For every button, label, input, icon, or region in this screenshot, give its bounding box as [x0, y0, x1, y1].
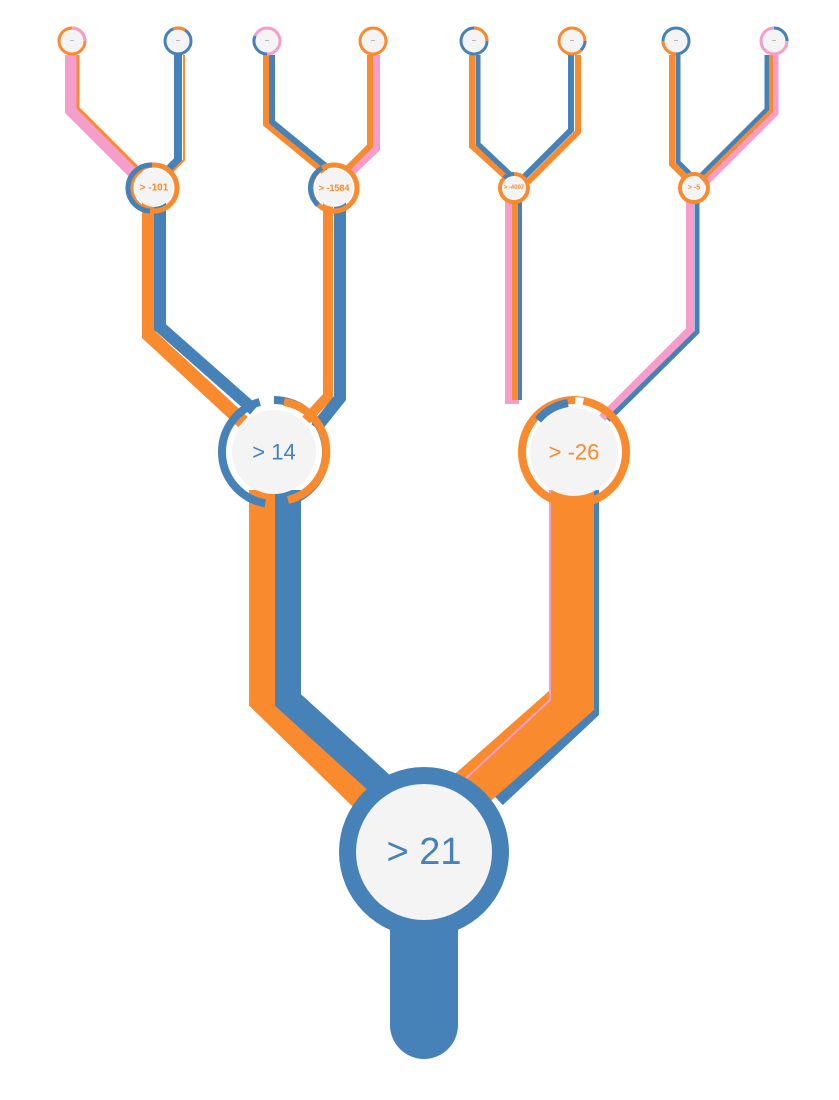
- leaf-8-arc: [773, 26, 789, 42]
- leaf-7-arc: [661, 40, 677, 56]
- link-l2d-left-orange: [669, 55, 689, 181]
- leaf-2-arc: [172, 26, 186, 32]
- root-node[interactable]: > 21: [339, 767, 509, 937]
- leaf-7-label: --: [674, 38, 678, 44]
- leaf-7[interactable]: --: [661, 26, 691, 56]
- links-to-leaves: [65, 55, 779, 187]
- node-l1-right[interactable]: > -26: [518, 396, 630, 508]
- leaf-4[interactable]: --: [358, 26, 388, 56]
- leaf-5-label: --: [472, 38, 476, 44]
- link-root-right: [455, 490, 599, 807]
- link-l2a-left-orange: [76, 55, 144, 174]
- node-l2-b[interactable]: > -1584: [307, 162, 360, 214]
- node-l1-right-arc-blue: [534, 399, 569, 423]
- link-l1a-left-orange: [142, 200, 248, 428]
- leaf-3-label: --: [265, 38, 269, 44]
- link-l1a-left-blue: [154, 200, 258, 415]
- link-l1b-right: [599, 200, 700, 422]
- node-l1-right-fill: [530, 408, 618, 496]
- leaf-3-arc: [252, 35, 268, 56]
- leaf-6[interactable]: --: [557, 26, 587, 56]
- link-l2a-right-blue: [165, 55, 182, 173]
- node-l2-b-arc-blue: [307, 165, 324, 207]
- leaf-1-arc: [71, 26, 87, 42]
- link-l2c-right-blue: [520, 55, 574, 181]
- leaf-4-ring: [358, 26, 388, 56]
- link-l2a-right-orange: [171, 55, 185, 173]
- node-l2-a-arc-blue: [125, 162, 153, 214]
- leaf-2[interactable]: --: [163, 26, 193, 56]
- node-l1-left-label: > 14: [252, 440, 295, 465]
- link-l2d-right-blue: [697, 55, 772, 181]
- link-l1b-right-blue: [606, 200, 700, 422]
- link-l1b-right-pink: [599, 200, 694, 421]
- leaf-4-label: --: [371, 38, 375, 44]
- link-l2c-left-orange: [469, 55, 508, 179]
- leaf-5[interactable]: --: [459, 26, 489, 56]
- root-node-fill: [356, 784, 492, 920]
- link-root-left: [249, 490, 407, 830]
- link-l2c-left-blue: [475, 55, 512, 176]
- node-l2-d-fill: [683, 177, 705, 199]
- node-l1-left-fill: [232, 410, 316, 494]
- leaf-6-label: --: [570, 38, 574, 44]
- leaf-8[interactable]: --: [759, 26, 789, 56]
- leaf-6-arc: [579, 40, 587, 52]
- link-l1a-left: [142, 200, 258, 428]
- leaf-1[interactable]: --: [57, 26, 87, 56]
- leaf-2-label: --: [176, 38, 180, 44]
- link-l2b-left-blue: [269, 55, 330, 171]
- node-l2-a-label: > -101: [140, 183, 169, 194]
- link-l2a-left-pink: [65, 55, 143, 181]
- link-l2d-right-pink: [701, 55, 779, 187]
- link-l1a-right: [302, 200, 346, 432]
- node-l2-d[interactable]: > -5: [678, 172, 710, 204]
- node-l2-b-fill: [315, 169, 353, 207]
- link-l1b-left: [505, 200, 522, 404]
- leaf-1-label: --: [70, 38, 74, 44]
- link-l1a-right-orange: [302, 200, 333, 424]
- node-l1-right-gap: [574, 397, 585, 408]
- link-root-left-blue: [275, 490, 407, 810]
- link-l2b-right-orange: [343, 55, 373, 173]
- link-l2b-right-pink: [346, 55, 380, 176]
- node-l2-c-label: > -4007: [504, 185, 525, 191]
- leaf-3[interactable]: --: [252, 26, 282, 56]
- link-root-right-pink: [461, 490, 551, 783]
- link-root-right-orange: [455, 490, 594, 807]
- link-l2d-right-orange: [700, 55, 773, 182]
- node-l1-left-arc-orange: [283, 398, 331, 504]
- link-l2b-left-orange: [263, 55, 326, 175]
- node-l2-a-ring: [128, 162, 180, 214]
- node-l2-b-label: > -1584: [319, 183, 350, 193]
- link-l2d-left-blue: [675, 55, 692, 176]
- node-l2-d-ring: [678, 172, 710, 204]
- node-l1-right-label: > -26: [549, 440, 600, 465]
- root-node-label: > 21: [386, 831, 461, 873]
- node-l2-a-fill: [135, 169, 173, 207]
- node-l2-c-fill: [503, 177, 525, 199]
- node-l2-a[interactable]: > -101: [125, 162, 180, 214]
- node-l2-c[interactable]: > -4007: [498, 172, 530, 204]
- node-l1-right-ring: [518, 396, 630, 508]
- node-l1-left[interactable]: > 14: [218, 396, 331, 508]
- leaf-8-label: --: [772, 38, 776, 44]
- link-l1a-right-blue: [311, 200, 346, 432]
- link-root-left-orange: [249, 490, 395, 830]
- node-l2-c-arc-blue: [502, 172, 515, 180]
- node-l2-d-label: > -5: [688, 185, 700, 192]
- link-l2c-right-orange: [525, 55, 581, 185]
- leaf-5-arc: [473, 26, 489, 42]
